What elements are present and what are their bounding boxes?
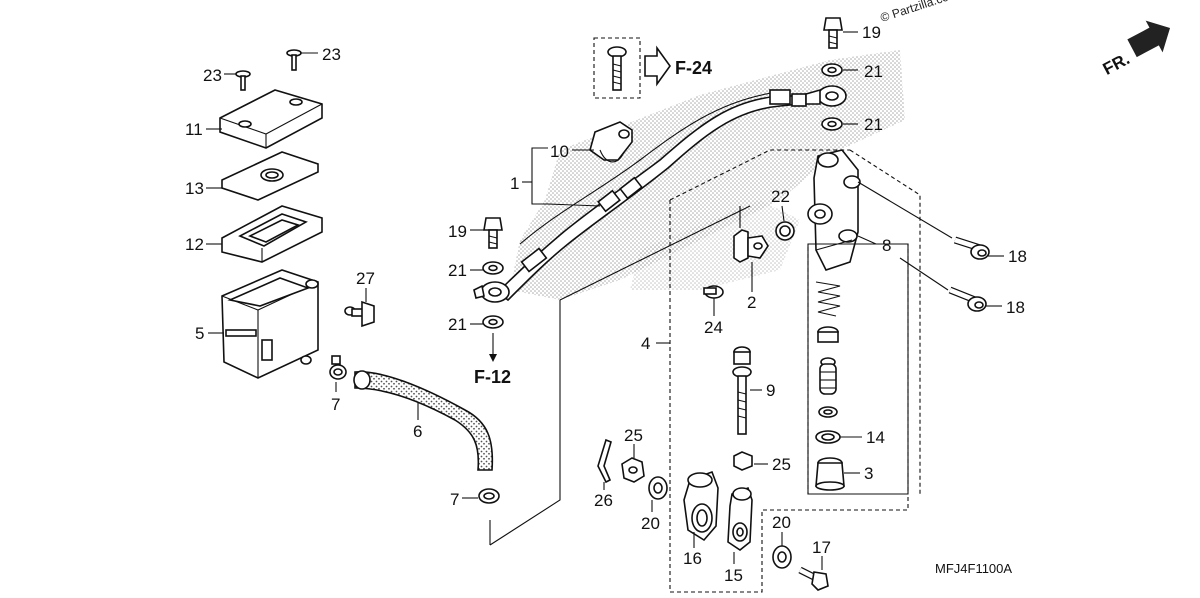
oil-bolt-19a[interactable]: [483, 217, 503, 249]
callout-27: 27: [356, 269, 375, 288]
callout-labels: 23 23 11 13 12 5 27 7 6 7 19 21 21 1 10 …: [185, 23, 1027, 585]
callout-19: 19: [448, 222, 467, 241]
callout-18: 18: [1008, 247, 1027, 266]
piston: [819, 357, 837, 395]
reservoir-diaphragm-12[interactable]: [221, 205, 323, 263]
callout-25: 25: [624, 426, 643, 445]
sealing-washer-21b[interactable]: [482, 315, 504, 329]
callout-22: 22: [771, 187, 790, 206]
bolt-18a[interactable]: [953, 236, 990, 260]
callout-15: 15: [724, 566, 743, 585]
callout-26: 26: [594, 491, 613, 510]
down-arrow-icon: [489, 354, 497, 362]
callout-13: 13: [185, 179, 204, 198]
reference-f12-label: F-12: [474, 367, 511, 387]
primary-cup: [817, 326, 839, 343]
callout-14: 14: [866, 428, 885, 447]
hose-clamp-7a[interactable]: [329, 355, 347, 380]
reservoir-screw-23b[interactable]: [286, 49, 302, 71]
callout-23: 23: [203, 66, 222, 85]
callout-11: 11: [185, 120, 203, 139]
oil-bolt-19b[interactable]: [823, 17, 843, 49]
callout-5: 5: [195, 324, 204, 343]
shaded-background-area: [510, 50, 905, 300]
master-cylinder-body-4[interactable]: [807, 149, 861, 271]
callout-3: 3: [864, 464, 873, 483]
reference-f24[interactable]: F-24: [593, 37, 712, 99]
callout-4: 4: [641, 334, 650, 353]
washer-20b[interactable]: [772, 545, 792, 569]
bolt-18b[interactable]: [948, 286, 987, 312]
boot-3[interactable]: [815, 457, 845, 491]
callout-21: 21: [864, 115, 883, 134]
washer-20a[interactable]: [648, 476, 668, 500]
reservoir-cap-11[interactable]: [219, 89, 323, 149]
sealing-washer-21a[interactable]: [482, 261, 504, 275]
nut-25a[interactable]: [621, 457, 645, 483]
reservoir-plate-13[interactable]: [221, 151, 319, 201]
group-outlines: [489, 149, 921, 593]
callout-21: 21: [448, 315, 467, 334]
clevis-16[interactable]: [683, 470, 719, 542]
callout-2: 2: [747, 293, 756, 312]
screw-24[interactable]: [703, 285, 724, 299]
sealing-washer-21d[interactable]: [821, 117, 843, 131]
circlip-14[interactable]: [815, 430, 841, 444]
callout-21: 21: [448, 261, 467, 280]
callout-12: 12: [185, 235, 204, 254]
bolt-17[interactable]: [798, 566, 829, 591]
reference-f24-label: F-24: [675, 58, 712, 78]
callout-23: 23: [322, 45, 341, 64]
joint-15[interactable]: [727, 486, 753, 551]
banjo-fitting-hose-end[interactable]: [473, 281, 510, 303]
callout-20: 20: [772, 513, 791, 532]
callout-6: 6: [413, 422, 422, 441]
reservoir-hose-6[interactable]: [353, 370, 494, 471]
bolt-27[interactable]: [344, 300, 375, 328]
callout-25: 25: [772, 455, 791, 474]
push-rod-9[interactable]: [732, 346, 752, 435]
hose-clamp-7b[interactable]: [478, 488, 500, 504]
banjo-fitting-top[interactable]: [805, 85, 847, 107]
brake-hose-1[interactable]: [496, 89, 807, 302]
hose-clip-10[interactable]: [589, 121, 633, 163]
front-direction-indicator: FR.: [1100, 20, 1171, 79]
watermark-text: © Partzilla.com: [879, 0, 960, 25]
callout-18: 18: [1006, 298, 1025, 317]
reservoir-body-5[interactable]: [221, 269, 319, 379]
secondary-cup: [818, 406, 838, 418]
callout-21: 21: [864, 62, 883, 81]
front-arrow-icon: [1127, 20, 1171, 58]
callout-7: 7: [450, 490, 459, 509]
piston-kit-8[interactable]: [815, 281, 841, 418]
reservoir-screw-23a[interactable]: [235, 70, 251, 91]
bolt-detail-box: [593, 37, 641, 99]
callout-10: 10: [550, 142, 569, 161]
callout-7: 7: [331, 395, 340, 414]
cotter-pin-26[interactable]: [597, 438, 612, 484]
nut-25b[interactable]: [733, 451, 753, 471]
hose-joint-2[interactable]: [733, 229, 769, 263]
o-ring-22[interactable]: [775, 221, 795, 241]
callout-1: 1: [510, 174, 519, 193]
sealing-washer-21c[interactable]: [821, 63, 843, 77]
callout-16: 16: [683, 549, 702, 568]
reference-arrow-icon: [644, 45, 671, 87]
callout-20: 20: [641, 514, 660, 533]
leader-lines: [206, 31, 1004, 570]
diagram-code: MFJ4F1100A: [935, 561, 1012, 576]
spring: [815, 281, 841, 317]
callout-8: 8: [882, 236, 891, 255]
reference-f12[interactable]: F-12: [474, 333, 511, 387]
callout-17: 17: [812, 538, 831, 557]
callout-24: 24: [704, 318, 723, 337]
callout-19: 19: [862, 23, 881, 42]
front-label: FR.: [1100, 49, 1133, 79]
callout-9: 9: [766, 381, 775, 400]
flange-bolt-icon: [607, 46, 627, 91]
